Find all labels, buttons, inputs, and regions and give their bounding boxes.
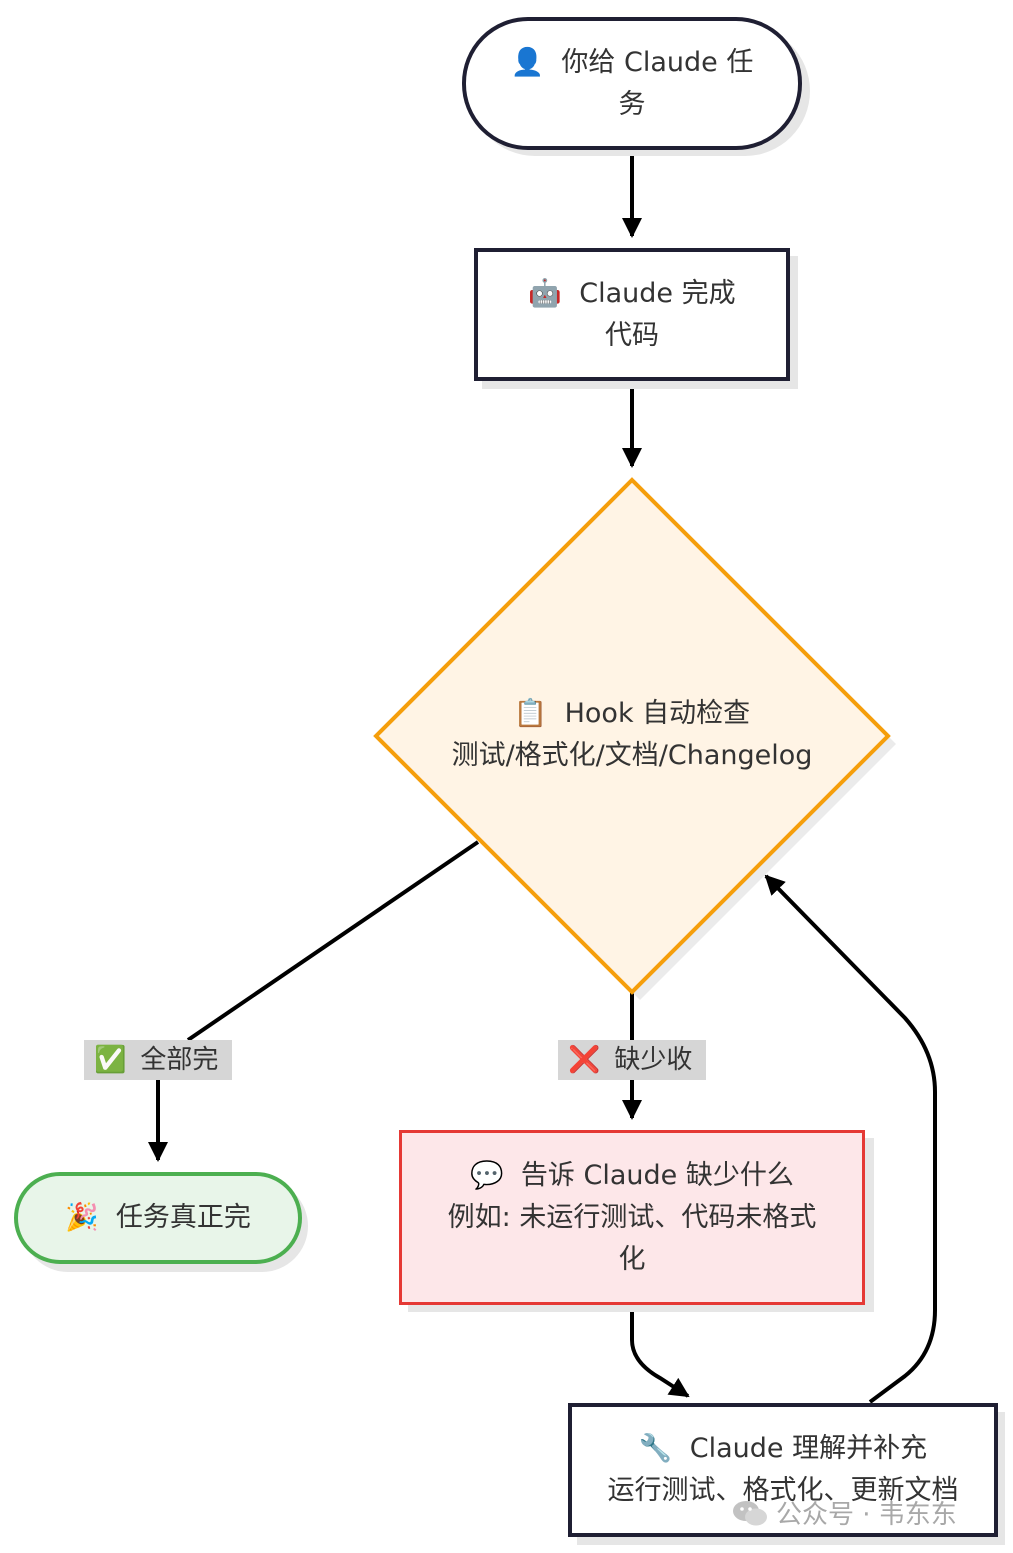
wrench-icon: 🔧 bbox=[638, 1433, 673, 1464]
watermark-text: 公众号 · 韦东东 bbox=[776, 1500, 957, 1530]
fix-actions: 运行测试、格式化、更新文档 bbox=[607, 1475, 959, 1506]
edge-label-missing: ❌ 缺少收 bbox=[558, 1040, 706, 1080]
complete-node: 🤖 Claude 完成代码 bbox=[474, 248, 790, 381]
hook-node: 📋 Hook 自动检查 测试/格式化/文档/Changelog bbox=[400, 690, 864, 780]
check-icon: ✅ bbox=[94, 1045, 127, 1075]
edge-tell-to-fix bbox=[630, 1305, 690, 1398]
start-label: 你给 Claude 任务 bbox=[561, 46, 754, 120]
fix-title: Claude 理解并补充 bbox=[689, 1433, 928, 1464]
user-icon: 👤 bbox=[510, 46, 545, 78]
party-popper-icon: 🎉 bbox=[65, 1202, 99, 1233]
hook-checks: 测试/格式化/文档/Changelog bbox=[451, 740, 813, 771]
fix-node: 🔧 Claude 理解并补充 运行测试、格式化、更新文档 bbox=[568, 1403, 998, 1537]
speech-bubble-icon: 💬 bbox=[470, 1159, 504, 1191]
robot-icon: 🤖 bbox=[528, 277, 563, 309]
done-node: 🎉 任务真正完 bbox=[14, 1172, 302, 1264]
complete-label: Claude 完成代码 bbox=[579, 277, 736, 351]
edge-label-all-done: ✅ 全部完 bbox=[84, 1040, 232, 1080]
all-done-label: 全部完 bbox=[140, 1045, 219, 1075]
clipboard-icon: 📋 bbox=[513, 698, 548, 729]
tell-node: 💬 告诉 Claude 缺少什么 例如: 未运行测试、代码未格式化 bbox=[399, 1130, 865, 1305]
watermark: 公众号 · 韦东东 bbox=[732, 1494, 957, 1531]
start-node: 👤 你给 Claude 任务 bbox=[462, 17, 802, 150]
tell-example: 例如: 未运行测试、代码未格式化 bbox=[447, 1201, 817, 1275]
tell-title: 告诉 Claude 缺少什么 bbox=[520, 1159, 794, 1191]
edge-fix-to-hook bbox=[764, 874, 937, 1404]
done-label: 任务真正完 bbox=[115, 1202, 251, 1233]
hook-title: Hook 自动检查 bbox=[564, 698, 751, 729]
wechat-icon bbox=[733, 1500, 767, 1525]
edge-hook-to-all-done bbox=[186, 840, 480, 1042]
missing-label: 缺少收 bbox=[614, 1045, 693, 1075]
cross-icon: ❌ bbox=[568, 1045, 601, 1075]
